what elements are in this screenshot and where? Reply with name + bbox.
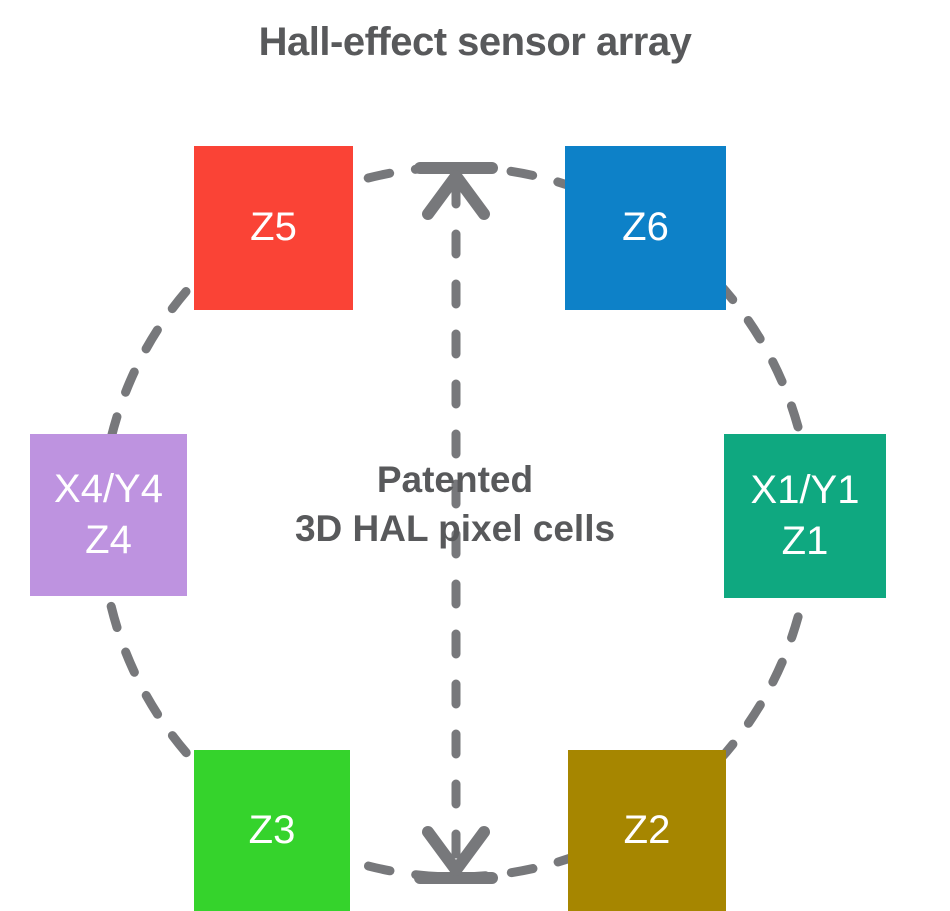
up-arrow-icon (414, 162, 498, 220)
sensor-node-label: X1/Y1 (750, 467, 860, 512)
down-arrow-icon (414, 826, 498, 884)
sensor-node-z2[interactable]: Z2 (568, 750, 726, 911)
sensor-node-x4y4z4[interactable]: X4/Y4 Z4 (30, 434, 187, 596)
sensor-node-x1y1z1[interactable]: X1/Y1 Z1 (724, 434, 886, 598)
sensor-node-label: Z5 (250, 205, 297, 250)
center-caption-line-2: 3D HAL pixel cells (294, 507, 616, 549)
sensor-node-z3[interactable]: Z3 (194, 750, 350, 911)
sensor-node-label-secondary: Z1 (781, 519, 829, 563)
sensor-node-label: X4/Y4 (54, 466, 163, 511)
sensor-node-z6[interactable]: Z6 (565, 146, 726, 310)
sensor-node-label: Z3 (248, 807, 296, 852)
sensor-node-label-secondary: Z4 (85, 518, 132, 562)
center-caption-line-1: Patented (376, 459, 534, 500)
sensor-node-z5[interactable]: Z5 (194, 146, 353, 310)
page-title: Hall-effect sensor array (258, 20, 692, 64)
center-caption: Patented 3D HAL pixel cells (225, 456, 685, 554)
sensor-node-label: Z6 (622, 205, 669, 250)
sensor-node-label: Z2 (623, 807, 671, 852)
